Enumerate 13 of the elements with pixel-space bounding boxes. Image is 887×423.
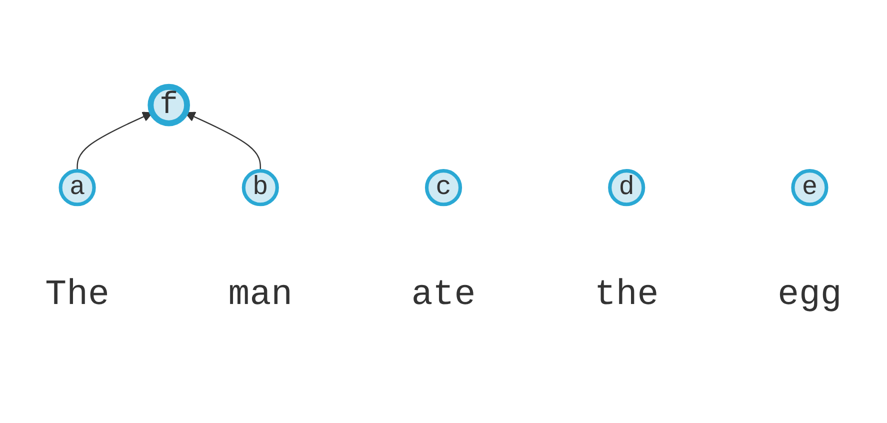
node-circle: f: [148, 84, 190, 126]
node-circle: a: [58, 169, 96, 206]
arrow: [76, 112, 153, 171]
node-label: the: [594, 276, 659, 316]
node-label: ate: [411, 276, 476, 316]
node-label: man: [228, 276, 293, 316]
node-circle: c: [424, 169, 462, 206]
node-label: The: [45, 276, 110, 316]
node-circle: d: [608, 169, 646, 206]
node-circle: b: [242, 169, 279, 206]
node-label: egg: [778, 276, 842, 316]
arrow: [184, 112, 261, 171]
node-circle: e: [791, 169, 828, 206]
